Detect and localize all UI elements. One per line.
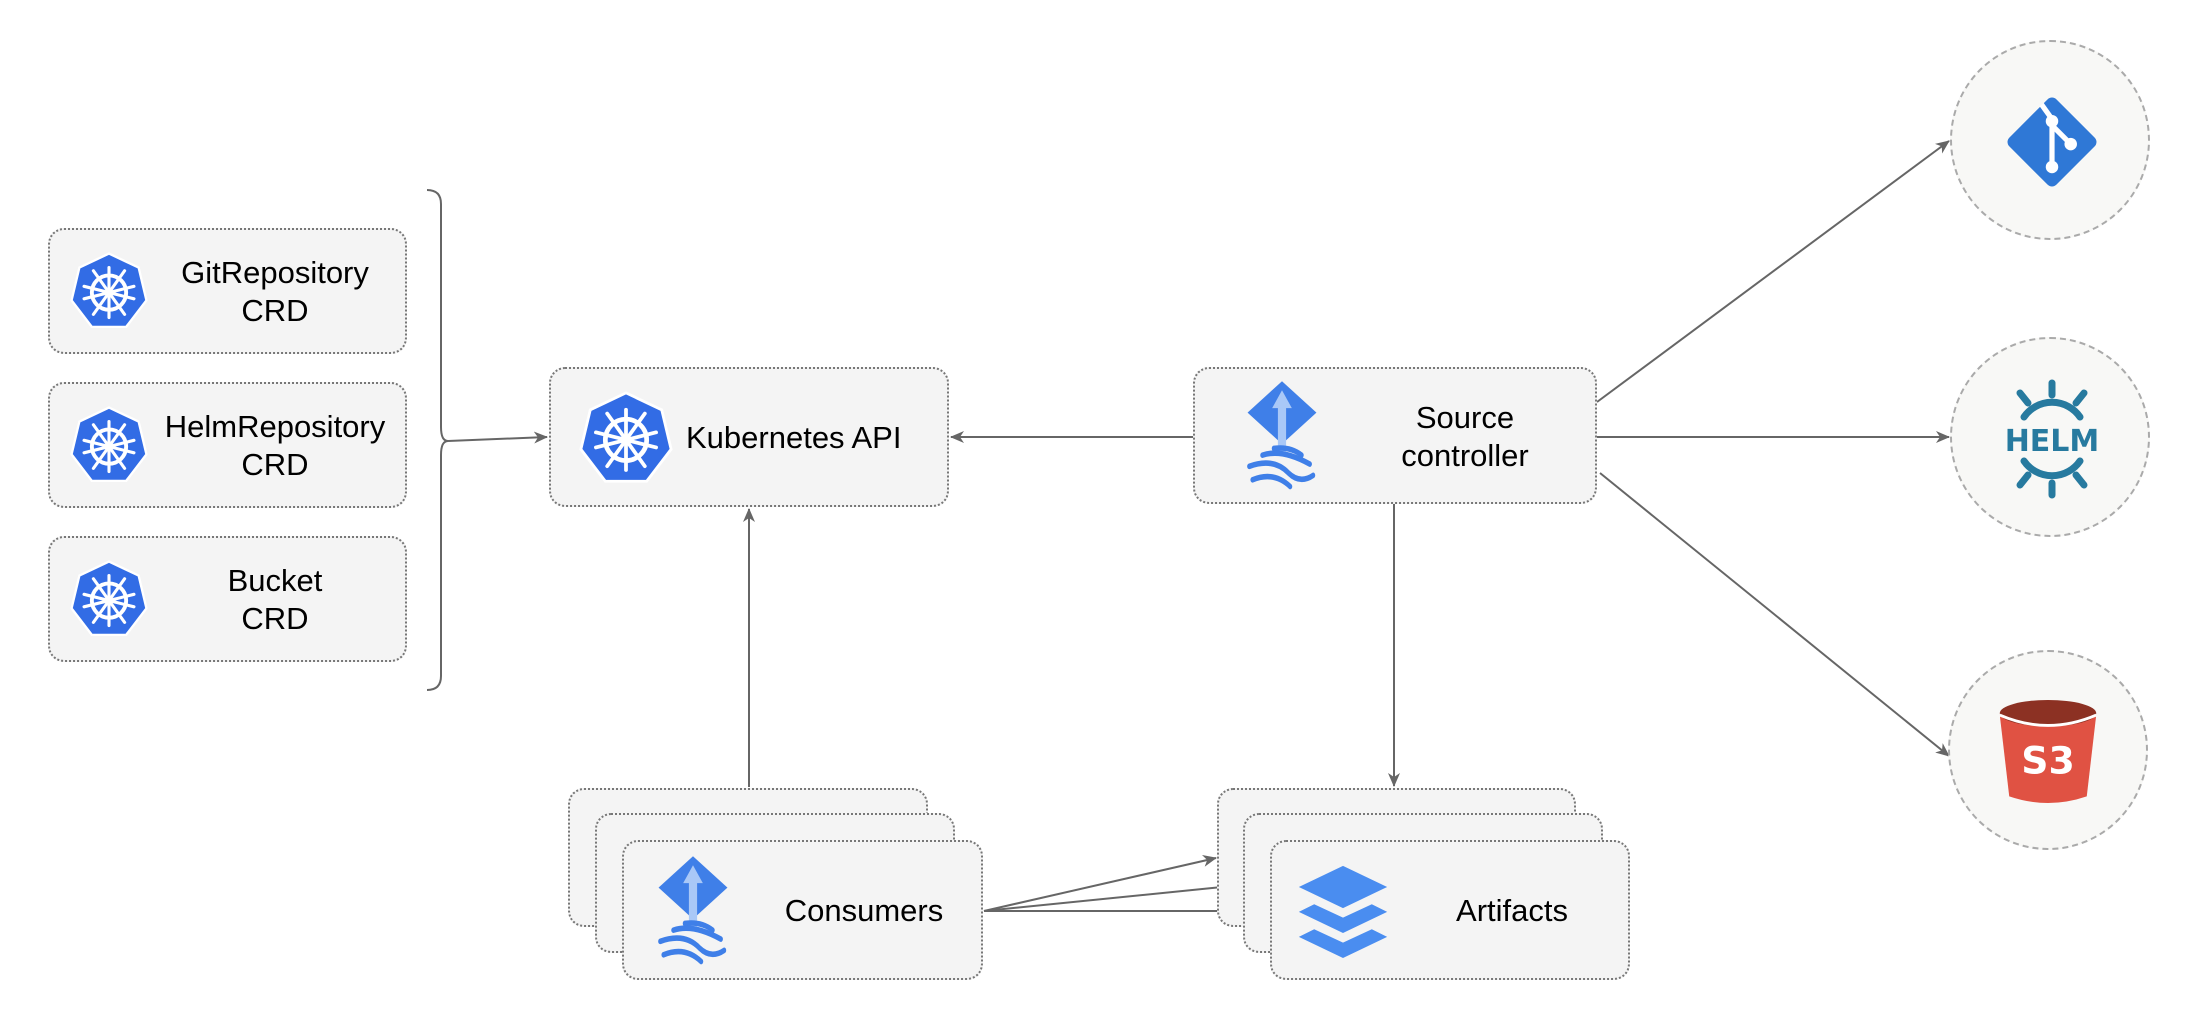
source-controller-label-line1: Source [1415, 400, 1515, 435]
consumers-node: Consumers [622, 840, 983, 980]
s3-bucket-icon: S3 [1999, 699, 2097, 803]
kubernetes-icon [70, 560, 148, 637]
s3-wordmark: S3 [2021, 739, 2075, 783]
crd-title: GitRepository [181, 255, 369, 290]
kubernetes-api-label: Kubernetes API [686, 420, 902, 455]
helm-icon: HELM [2005, 379, 2100, 499]
crd-subtitle: CRD [241, 293, 309, 328]
flux-icon [1241, 379, 1323, 491]
artifacts-label: Artifacts [1456, 893, 1568, 928]
kubernetes-icon [70, 252, 148, 329]
kubernetes-icon [579, 391, 673, 485]
arrow-source-controller-to-s3 [1599, 472, 1950, 757]
flux-icon [652, 854, 734, 966]
arrow-consumers-to-artifacts-2 [983, 880, 1243, 912]
kubernetes-api-node: Kubernetes API [549, 367, 949, 507]
crd-subtitle: CRD [241, 447, 309, 482]
arrow-source-controller-to-git [1596, 140, 1950, 403]
s3-source-node: S3 [1948, 650, 2148, 850]
git-source-node [1950, 40, 2150, 240]
crd-title: HelmRepository [164, 409, 386, 444]
helm-wordmark: HELM [2005, 424, 2100, 459]
helm-source-node: HELM [1950, 337, 2150, 537]
source-controller-label-line2: controller [1401, 438, 1529, 473]
consumers-label: Consumers [784, 893, 944, 928]
layers-icon [1298, 865, 1388, 958]
kubernetes-icon [70, 406, 148, 483]
arrow-consumers-to-artifacts-1 [983, 855, 1217, 912]
crd-title: Bucket [227, 563, 323, 598]
arrow-crds-to-kubernetes-api [447, 431, 548, 444]
artifacts-node: Artifacts [1270, 840, 1630, 980]
git-icon [2007, 97, 2097, 187]
crd-group-brace [426, 189, 449, 691]
crd-subtitle: CRD [241, 601, 309, 636]
